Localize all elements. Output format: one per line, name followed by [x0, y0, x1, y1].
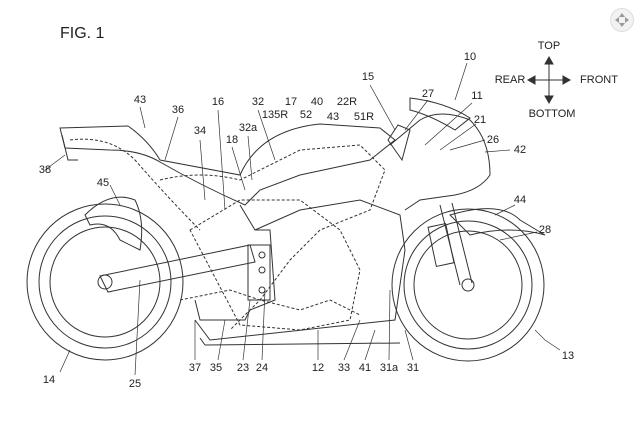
ref-label: 40: [310, 96, 324, 108]
ref-label: 34: [193, 125, 207, 137]
engine: [194, 199, 406, 341]
frame: [194, 204, 276, 321]
ref-label: 35: [209, 362, 223, 374]
rear-wheel: [26, 203, 184, 361]
ref-label: 23: [236, 362, 250, 374]
ref-label: 18: [225, 134, 239, 146]
ref-label: 41: [358, 362, 372, 374]
swing-arm: [99, 244, 256, 293]
direction-rear: REAR: [494, 74, 526, 86]
ref-label: 135R: [261, 109, 289, 121]
ref-label: 11: [471, 90, 483, 102]
ref-label: 51R: [353, 111, 375, 123]
ref-label: 42: [513, 144, 527, 156]
ref-label: 16: [211, 96, 225, 108]
ref-label: 31a: [379, 362, 399, 374]
rear-fender: [84, 196, 143, 251]
ref-label: 32a: [238, 122, 258, 134]
front-fork: [439, 202, 473, 286]
move-arrows-icon[interactable]: [610, 8, 634, 32]
ref-label: 14: [42, 374, 56, 386]
ref-label: 26: [486, 134, 500, 146]
ref-label: 31: [406, 362, 420, 374]
ref-label: 25: [128, 378, 142, 390]
windscreen: [409, 97, 471, 131]
ref-label: 38: [38, 164, 52, 176]
seat-and-tank: [59, 123, 396, 206]
ref-label: 45: [96, 177, 110, 189]
leader-lines: [44, 62, 561, 376]
ref-label: 28: [538, 224, 552, 236]
ref-label: 17: [284, 96, 298, 108]
ref-label: 36: [171, 104, 185, 116]
ref-label: 43: [326, 111, 340, 123]
ref-label: 44: [513, 194, 527, 206]
ref-label: 33: [337, 362, 351, 374]
direction-arrows-icon: [526, 55, 572, 105]
ref-label: 13: [561, 350, 575, 362]
ref-label: 27: [421, 88, 435, 100]
ref-label: 24: [255, 362, 269, 374]
figure-title: FIG. 1: [60, 25, 105, 42]
ref-label: 32: [251, 96, 265, 108]
front-wheel: [391, 208, 545, 362]
ref-label: 43: [133, 94, 147, 106]
direction-bottom: BOTTOM: [528, 108, 576, 120]
ref-label: 10: [463, 51, 477, 63]
ref-label: 21: [473, 114, 487, 126]
ref-label: 12: [311, 362, 325, 374]
ref-label: 37: [188, 362, 202, 374]
ref-label: 22R: [336, 96, 358, 108]
fairing: [389, 113, 491, 211]
ref-label: 15: [361, 71, 375, 83]
ref-label: 52: [299, 109, 313, 121]
direction-top: TOP: [537, 40, 561, 52]
front-fender: [449, 208, 546, 236]
direction-front: FRONT: [580, 74, 618, 86]
pivot-bracket: [247, 244, 271, 301]
